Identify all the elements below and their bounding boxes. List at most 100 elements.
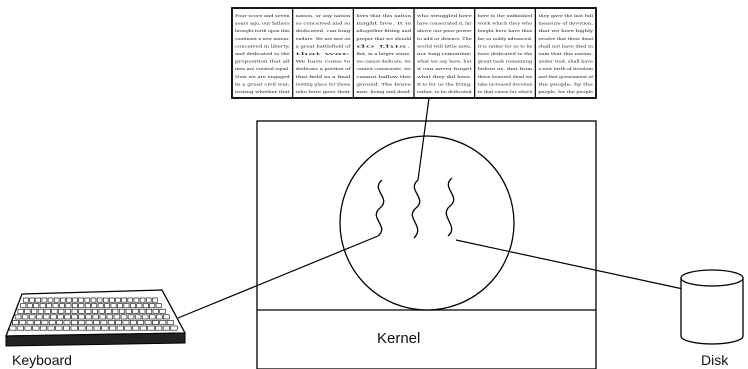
keyboard-key xyxy=(20,303,27,309)
keyboard-key xyxy=(62,325,71,331)
keyboard-key xyxy=(46,303,53,309)
keyboard-key xyxy=(120,314,128,320)
document-text-line: and dedicated to the xyxy=(235,52,290,56)
document-text-line: here dedicated to the xyxy=(478,52,533,56)
document-text-line: who struggled here xyxy=(417,14,472,18)
document-text-line: great task remaining xyxy=(478,60,533,64)
keyboard-key xyxy=(71,308,78,314)
document-text-line: have consecrated it, far xyxy=(417,22,472,26)
keyboard-key xyxy=(35,297,42,303)
keyboard-key xyxy=(127,297,134,303)
keyboard-key xyxy=(96,297,103,303)
document-text-line: before us, that from xyxy=(478,67,533,71)
keyboard-key xyxy=(24,308,31,314)
keyboard-key xyxy=(91,308,99,314)
keyboard-key xyxy=(152,320,159,325)
keyboard-key xyxy=(133,297,140,303)
keyboard-key xyxy=(155,325,163,331)
keyboard-key xyxy=(58,308,65,314)
keyboard-key xyxy=(163,314,170,320)
keyboard-key xyxy=(78,325,86,331)
keyboard-key xyxy=(124,325,132,331)
keyboard-key xyxy=(41,297,48,303)
document-text-line: these honored dead we xyxy=(478,75,533,79)
keyboard-key xyxy=(52,303,59,309)
keyboard-key xyxy=(132,308,139,314)
keyboard-key xyxy=(97,303,104,309)
document-text-line: But, in a larger sense, xyxy=(356,52,411,56)
document-text-line: the people, by the xyxy=(538,82,593,86)
connector-document xyxy=(417,97,430,181)
keyboard-key xyxy=(136,303,143,309)
document-text-line: we cannot dedicate, we xyxy=(356,60,411,64)
document-text-line: It is for us the living, xyxy=(417,82,472,86)
keyboard-key xyxy=(139,325,147,331)
keyboard-key xyxy=(98,308,105,314)
keyboard-key xyxy=(41,320,49,325)
keyboard-key xyxy=(56,320,64,325)
keyboard-key xyxy=(152,297,158,303)
document-text-line: proposition that all xyxy=(235,60,290,64)
keyboard-key xyxy=(149,314,156,320)
document-text-line: years ago, our fathers xyxy=(233,22,290,26)
keyboard-key xyxy=(113,314,121,320)
keyboard-key xyxy=(65,303,72,309)
keyboard-key xyxy=(142,303,149,309)
document-text-line: world will little note, xyxy=(417,44,472,48)
keyboard-key xyxy=(141,314,149,320)
keyboard-key xyxy=(19,320,27,325)
document-text-line: resting place for those xyxy=(296,82,351,86)
keyboard-key xyxy=(9,325,17,331)
keyboard-key xyxy=(159,308,166,314)
keyboard-key xyxy=(47,297,54,303)
keyboard-key xyxy=(43,314,50,320)
document-text-line: what they did here. xyxy=(417,75,472,79)
keyboard-key xyxy=(116,325,124,331)
keyboard-key xyxy=(31,308,38,314)
keyboard-key xyxy=(134,314,142,320)
keyboard-key xyxy=(115,297,121,303)
keyboard-key xyxy=(39,325,48,331)
keyboard-key xyxy=(93,325,101,331)
document-text-line: nation, or any nation xyxy=(296,14,351,18)
keyboard-key xyxy=(132,325,140,331)
keyboard-key xyxy=(63,320,71,325)
keyboard-key xyxy=(29,297,35,303)
disk-label: Disk xyxy=(701,352,729,368)
document-text-line: that field as a final xyxy=(296,75,351,79)
keyboard-key xyxy=(34,320,41,325)
keyboard-key xyxy=(85,308,92,314)
document-text-line: what we say here, but xyxy=(417,60,473,64)
document-text-line: that war. xyxy=(296,52,351,56)
kernel-label: Kernel xyxy=(377,330,421,347)
keyboard-key xyxy=(72,297,78,303)
keyboard-icon xyxy=(5,289,187,347)
keyboard-key xyxy=(37,308,45,314)
keyboard-key xyxy=(112,308,119,314)
document-text-line: take increased devotion xyxy=(478,82,533,86)
keyboard-key xyxy=(71,314,78,320)
document-text-line: conceived in liberty, xyxy=(235,44,290,48)
keyboard-key xyxy=(118,308,126,314)
keyboard-key xyxy=(47,325,55,331)
document-text-line: here to the unfinished xyxy=(478,14,533,18)
document-text-line: Four score and seven xyxy=(235,14,290,18)
keyboard-key xyxy=(78,308,85,314)
keyboard-key xyxy=(53,297,60,303)
document-text-line: rather, to be dedicated xyxy=(417,90,472,94)
keyboard-key xyxy=(99,314,107,320)
keyboard-key xyxy=(139,308,146,314)
keyboard-key xyxy=(125,308,132,314)
keyboard-key xyxy=(28,314,36,320)
document-text-line: dedicate a portion of xyxy=(296,67,352,71)
keyboard-key xyxy=(139,297,146,303)
keyboard-key xyxy=(51,308,58,314)
keyboard-key xyxy=(109,325,117,331)
keyboard-key xyxy=(60,297,66,303)
keyboard-key xyxy=(70,320,78,325)
document-text-line: continent a new nation: xyxy=(235,37,290,41)
keyboard-key xyxy=(78,314,85,320)
keyboard-key xyxy=(24,325,32,331)
document-text-line: they gave the last full xyxy=(538,14,593,18)
keyboard-key xyxy=(129,303,136,309)
